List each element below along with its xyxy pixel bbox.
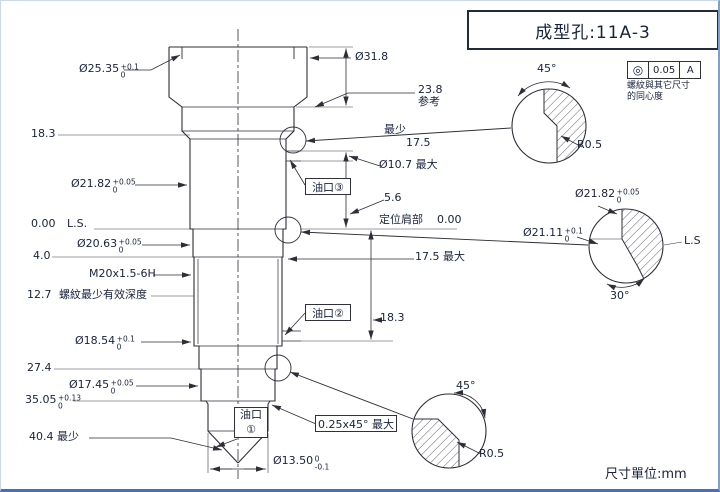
dim-18-3-right: 18.3 [380,311,405,324]
drawing-title: 成型孔:11A-3 [535,22,651,43]
note-min-thread-depth: 螺紋最少有效深度 [59,288,147,301]
dimension-lines [89,48,415,472]
concentricity-symbol-icon: ◎ [628,62,649,78]
oil-port-3-callout: 油口③ [305,178,351,195]
gdt-frame: ◎ 0.05 A [627,61,702,79]
dim-shoulder-0: 0.00 [437,213,462,226]
detail-view-middle [576,205,683,291]
dim-17-5-min: 17.5 [406,136,431,149]
dim-value: Ø25.35 [79,62,120,75]
dim-dia-10-7-max: Ø10.7 最大 [379,158,438,171]
label-reference: 参考 [418,95,440,108]
gdt-tolerance-value: 0.05 [649,62,681,78]
gdt-note-line2: 的同心度 [627,92,664,102]
dim-value: Ø20.63 [77,237,118,250]
detail-mid-ls-label: L.S [684,234,701,247]
detail-view-top [511,80,587,164]
units-label: 尺寸單位:mm [605,467,687,482]
label-locating-shoulder-abbr: L.S. [67,217,88,230]
dim-value: Ø21.82 [71,177,112,190]
oil-port-1-callout: 油口 ① [234,407,268,438]
dim-datum-0: 0.00 [31,217,56,230]
balloon-bottom [264,354,292,382]
dim-value: Ø21.82 [575,187,616,200]
dim-23-8: 23.8 [418,83,443,96]
dim-value: Ø13.50 [273,454,314,467]
detail-top-angle-45: 45° [537,62,557,75]
balloon-middle [274,216,302,244]
detail-view-bottom [411,389,487,469]
dim-thread-spec: M20x1.5-6H [89,267,156,280]
part-step-lines [182,106,301,432]
dim-depth-4-0: 4.0 [33,249,51,262]
extension-lines [52,46,457,473]
detail-bottom-angle-45: 45° [456,379,476,392]
oil-port-1-number: ① [246,422,256,436]
dim-dia-31-8: Ø31.8 [355,50,389,63]
dim-value: 35.05 [25,393,57,406]
dim-depth-40-4-min: 40.4 最少 [29,430,79,443]
label-minimum: 最少 [384,123,406,136]
detail-mid-angle-30: 30° [610,289,630,302]
dim-17-5-max: 17.5 最大 [415,250,465,263]
dim-depth-18-3: 18.3 [31,127,56,140]
detail-circle-bottom [411,393,487,469]
dim-value: Ø18.54 [75,334,116,347]
gdt-note-line1: 螺紋與其它尺寸 [627,81,691,91]
dim-depth-27-4: 27.4 [27,361,52,374]
dim-depth-12-7: 12.7 [27,288,52,301]
oil-port-2-callout: 油口② [305,304,351,321]
label-locating-shoulder: 定位肩部 [379,213,423,226]
dim-tolerance: 0-0.1 [314,454,330,472]
detail-balloons [264,126,589,420]
dim-5-6: 5.6 [384,191,402,204]
oil-port-1-text: 油口 [240,408,262,422]
dim-value: Ø21.11 [523,226,564,239]
detail-bottom-radius-r05: R0.5 [479,447,505,460]
detail-top-radius-r05: R0.5 [577,138,603,151]
chamfer-callout: 0.25x45° 最大 [315,415,397,432]
dim-value: Ø17.45 [69,378,110,391]
gdt-datum: A [686,64,694,76]
title-block: 成型孔:11A-3 [467,10,718,50]
